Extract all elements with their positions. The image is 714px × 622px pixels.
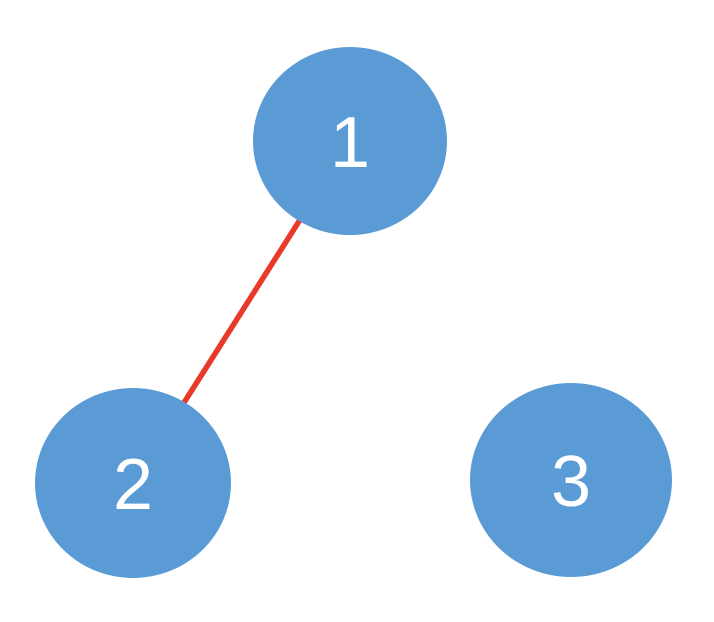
graph-node-circle-3[interactable]	[470, 383, 672, 577]
graph-node-circle-2[interactable]	[35, 388, 231, 578]
graph-node-2[interactable]: 2	[35, 388, 231, 578]
node-label-1: 1	[330, 103, 370, 183]
graph-node-1[interactable]: 1	[253, 47, 447, 235]
node-label-2: 2	[113, 445, 153, 525]
graph-node-circle-1[interactable]	[253, 47, 447, 235]
graph-node-3[interactable]: 3	[470, 383, 672, 577]
nodes-layer: 1 2 3	[35, 47, 672, 578]
node-label-3: 3	[551, 442, 591, 522]
